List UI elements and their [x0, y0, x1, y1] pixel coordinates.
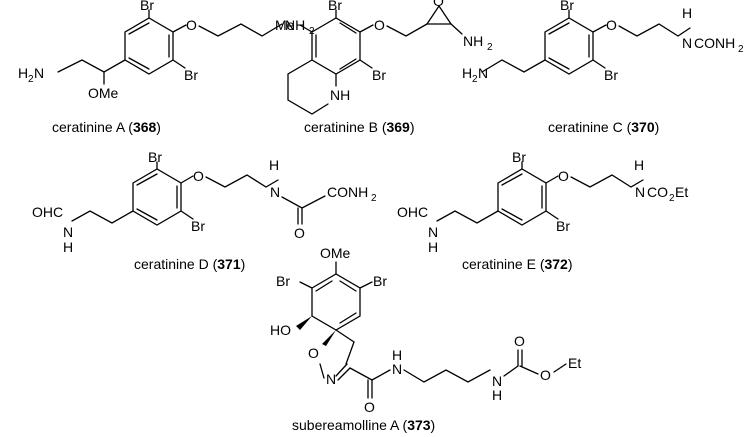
atom-o: O — [606, 17, 617, 33]
atom-o: O — [514, 333, 525, 349]
atom-br: Br — [276, 273, 290, 289]
structure-ceratinine-d: Br Br O H N O CONH 2 OHC N H — [32, 149, 377, 255]
atom-n: N — [635, 184, 645, 200]
atom-n: N — [270, 184, 280, 200]
svg-text:N: N — [34, 65, 44, 81]
structure-ceratinine-c: Br Br O H N CONH 2 H 2 N — [462, 0, 744, 85]
atom-me: Me — [275, 17, 295, 33]
atom-o: O — [374, 17, 385, 33]
atom-h: H — [63, 239, 73, 255]
atom-conh2: CONH — [694, 35, 735, 51]
svg-text:2: 2 — [669, 193, 675, 204]
atom-h: H — [634, 157, 644, 173]
caption-ceratinine-e: ceratinine E (372) — [462, 256, 573, 272]
caption-ceratinine-b: ceratinine B (369) — [304, 119, 415, 135]
atom-o: O — [186, 17, 197, 33]
atom-br: Br — [148, 149, 162, 165]
atom-br: Br — [140, 0, 154, 13]
svg-text:2: 2 — [371, 193, 377, 204]
atom-h: H — [492, 387, 502, 403]
atom-br: Br — [191, 218, 205, 234]
atom-o: O — [558, 168, 569, 184]
atom-conh2: CONH — [327, 184, 368, 200]
atom-o: O — [294, 225, 305, 241]
atom-br: Br — [556, 218, 570, 234]
svg-text:N: N — [478, 65, 488, 81]
atom-ohc: OHC — [32, 204, 63, 220]
caption-subereamolline-a: subereamolline A (373) — [292, 417, 435, 433]
svg-text:2: 2 — [28, 74, 34, 85]
atom-h2n: H — [18, 65, 28, 81]
atom-nh: NH — [330, 87, 350, 103]
atom-ho: HO — [270, 322, 291, 338]
atom-br: Br — [604, 67, 618, 83]
atom-o: O — [364, 399, 375, 415]
atom-ome: OMe — [88, 85, 119, 101]
atom-h: H — [428, 239, 438, 255]
atom-n: N — [326, 371, 336, 387]
caption-ceratinine-a: ceratinine A (368) — [52, 119, 161, 135]
atom-ome: OMe — [320, 245, 351, 261]
atom-nh2: NH — [285, 17, 305, 33]
caption-ceratinine-d: ceratinine D (371) — [134, 256, 245, 272]
atom-br: Br — [372, 67, 386, 83]
structure-ceratinine-e: Br Br O H N CO 2 Et OHC N H — [397, 149, 688, 255]
structure-subereamolline-a: OMe Br Br HO O N O H N N H O O — [270, 245, 581, 415]
atom-nh2: NH — [463, 33, 483, 49]
atom-h2n: H — [462, 65, 472, 81]
atom-o: O — [433, 0, 444, 9]
atom-n: N — [428, 224, 438, 240]
atom-h: H — [269, 157, 279, 173]
atom-br: Br — [560, 0, 574, 13]
atom-br: Br — [184, 67, 198, 83]
atom-n: N — [63, 224, 73, 240]
atom-o: O — [308, 345, 319, 361]
atom-n: N — [392, 361, 402, 377]
atom-br: Br — [512, 149, 526, 165]
svg-text:2: 2 — [738, 44, 744, 55]
svg-text:2: 2 — [487, 42, 493, 53]
atom-h: H — [392, 347, 402, 363]
atom-br: Br — [328, 0, 342, 13]
svg-text:2: 2 — [472, 74, 478, 85]
atom-n: N — [682, 35, 692, 51]
atom-br: Br — [373, 273, 387, 289]
svg-text:Et: Et — [675, 184, 688, 200]
atom-o: O — [540, 367, 551, 383]
caption-ceratinine-c: ceratinine C (370) — [548, 119, 659, 135]
atom-et: Et — [568, 355, 581, 371]
atom-n: N — [492, 373, 502, 389]
atom-o: O — [193, 168, 204, 184]
structure-ceratinine-b: NH Br Br Me O O NH 2 — [275, 0, 493, 115]
atom-ohc: OHC — [397, 204, 428, 220]
structure-ceratinine-a: Br Br O NH 2 H 2 N OMe — [18, 0, 315, 101]
atom-co2et: CO — [647, 184, 668, 200]
atom-h: H — [682, 5, 692, 21]
